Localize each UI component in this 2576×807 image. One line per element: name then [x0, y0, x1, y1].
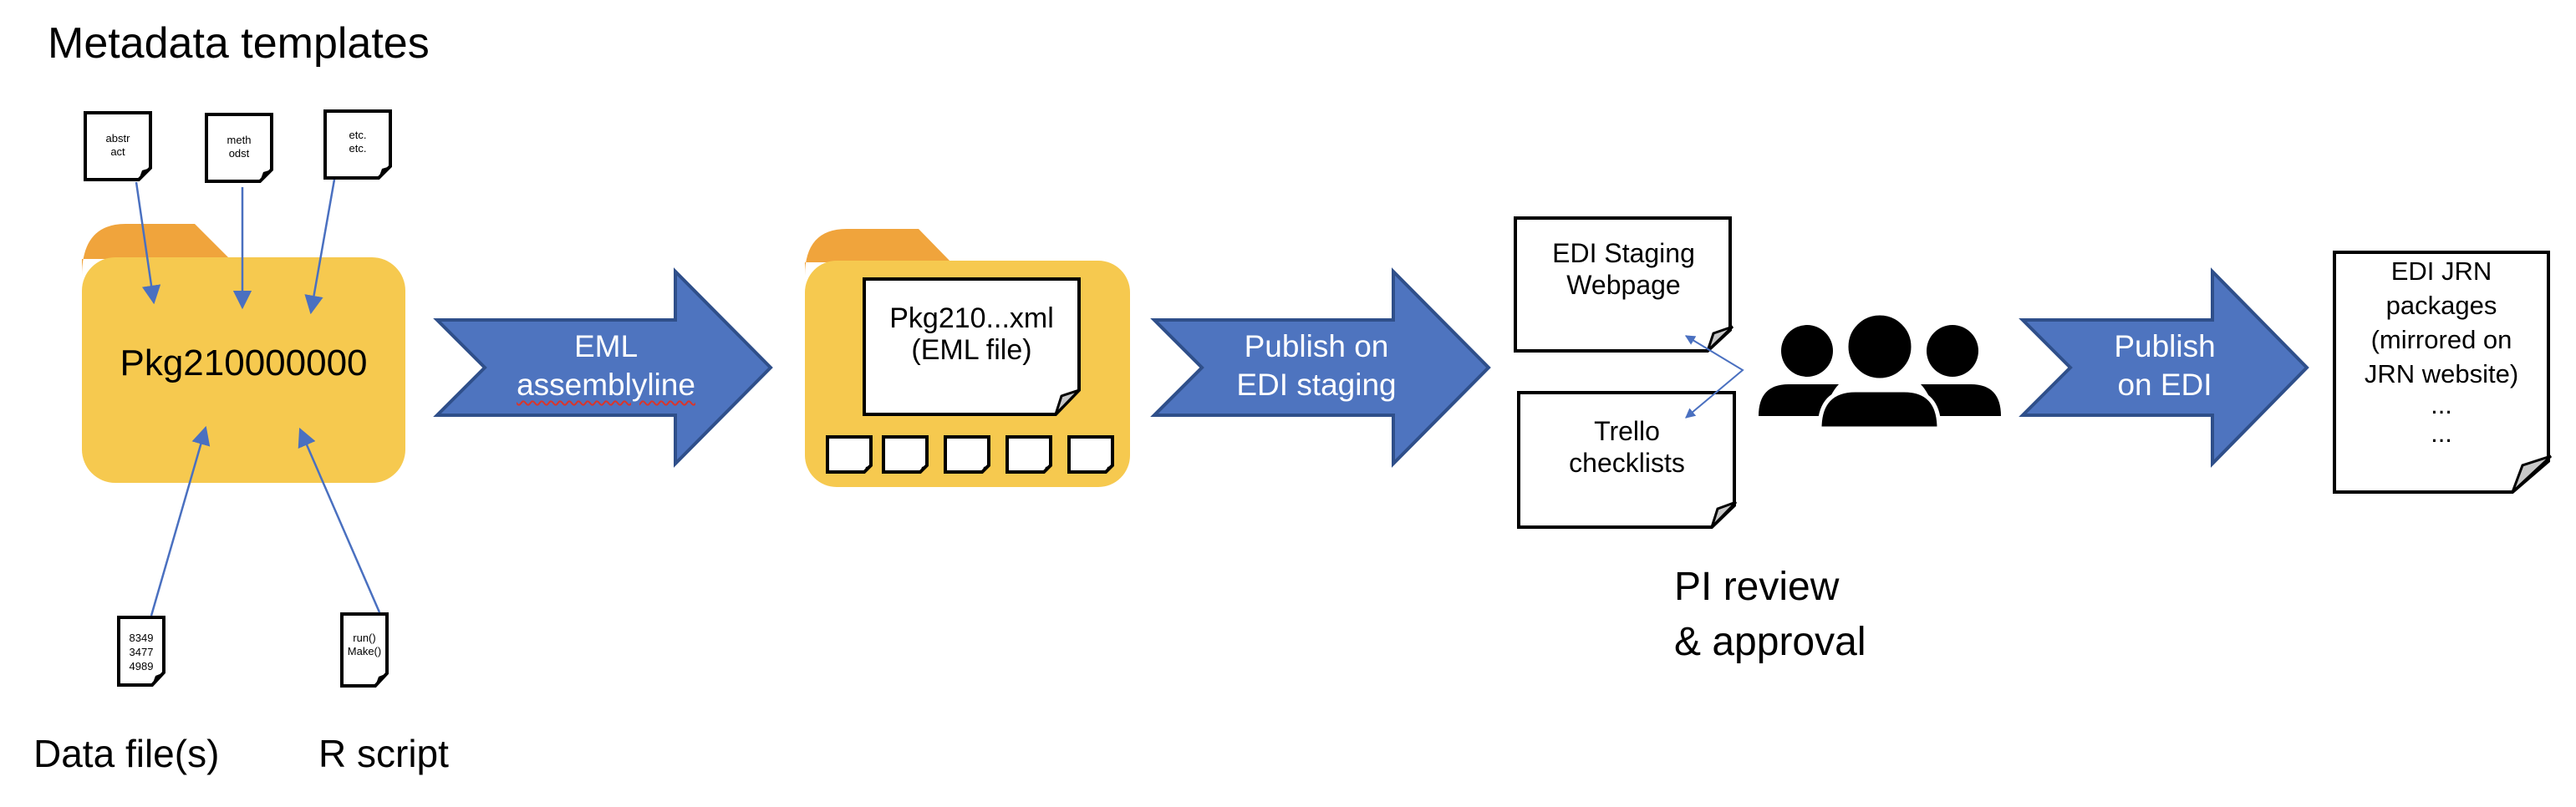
line: Webpage — [1566, 270, 1681, 300]
line: 3477 — [129, 646, 154, 658]
template-etc-text: etc. etc. — [327, 129, 389, 155]
connector-staging-trello — [1684, 335, 1744, 419]
pi-review-label: PI review & approval — [1674, 560, 1866, 670]
line: Trello — [1594, 416, 1660, 446]
template-methods-text: meth odst — [208, 134, 270, 160]
template-note-etc — [323, 109, 392, 180]
line: & approval — [1674, 620, 1866, 664]
small-data-file-icon — [882, 435, 929, 474]
line: ... — [2431, 419, 2452, 448]
line: meth — [227, 134, 252, 146]
package-folder-icon — [82, 224, 405, 483]
line: etc. — [349, 142, 367, 155]
line: on EDI — [2117, 368, 2212, 402]
arrow-eml-assemblyline — [433, 267, 773, 468]
people-group-icon — [1759, 311, 2001, 431]
small-data-file-icon — [1067, 435, 1114, 474]
arrow-publish-edi-text: Publish on EDI — [2039, 327, 2290, 404]
r-script-text: run() Make() — [344, 632, 385, 658]
trello-checklists-doc — [1517, 391, 1738, 529]
line: ... — [2431, 390, 2452, 419]
line: 4989 — [129, 660, 154, 672]
page-title: Metadata templates — [48, 19, 430, 68]
arrow-publish-staging-text: Publish on EDI staging — [1179, 327, 1454, 404]
package-folder-label: Pkg210000000 — [120, 343, 368, 383]
template-abstract-text: abstr act — [87, 132, 149, 159]
r-script-doc — [340, 612, 389, 688]
data-file-doc — [117, 616, 165, 687]
arrow-publish-staging — [1150, 267, 1491, 468]
trello-text: Trello checklists — [1520, 415, 1733, 479]
line: Publish on — [1244, 329, 1389, 363]
connector-r-script — [298, 427, 381, 613]
line: packages — [2385, 291, 2497, 320]
line: etc. — [349, 129, 367, 141]
edi-jrn-packages-doc — [2333, 251, 2553, 494]
line: EDI JRN — [2390, 256, 2492, 286]
line: (mirrored on — [2370, 325, 2512, 354]
line: act — [110, 145, 125, 158]
line: checklists — [1569, 448, 1685, 478]
line: 8349 — [129, 632, 154, 644]
edi-jrn-text: EDI JRN packages (mirrored on JRN websit… — [2336, 254, 2547, 448]
line: Make() — [347, 645, 382, 657]
eml-file-text: Pkg210...xml (EML file) — [866, 302, 1077, 366]
small-data-file-icon — [944, 435, 990, 474]
line: EDI Staging — [1552, 238, 1695, 268]
line: EDI staging — [1236, 368, 1397, 402]
template-note-abstract — [84, 111, 152, 181]
line: Pkg210...xml — [889, 302, 1054, 334]
line: abstr — [105, 132, 130, 145]
small-data-file-icon — [826, 435, 873, 474]
r-script-label: R script — [318, 732, 449, 775]
small-files-group — [826, 435, 1114, 474]
line: assemblyline — [517, 368, 695, 402]
arrow-publish-edi — [2019, 267, 2309, 468]
line: (EML file) — [911, 334, 1032, 366]
small-data-file-icon — [1005, 435, 1052, 474]
eml-file-doc — [863, 277, 1081, 416]
data-file-label: Data file(s) — [33, 732, 220, 775]
connector-etc — [304, 179, 336, 315]
arrow-eml-text: EML assemblyline — [468, 327, 744, 404]
line: run() — [353, 632, 376, 644]
template-note-methods — [205, 113, 273, 183]
data-file-text: 8349 3477 4989 — [120, 631, 162, 673]
line: JRN website) — [2364, 359, 2519, 388]
line: Publish — [2114, 329, 2216, 363]
line: odst — [228, 147, 250, 160]
line: EML — [573, 329, 639, 363]
connector-abstract — [135, 181, 161, 305]
line: PI review — [1674, 565, 1840, 609]
edi-staging-text: EDI Staging Webpage — [1517, 237, 1730, 301]
edi-staging-webpage-doc — [1514, 216, 1734, 353]
connector-data-file — [150, 425, 211, 617]
